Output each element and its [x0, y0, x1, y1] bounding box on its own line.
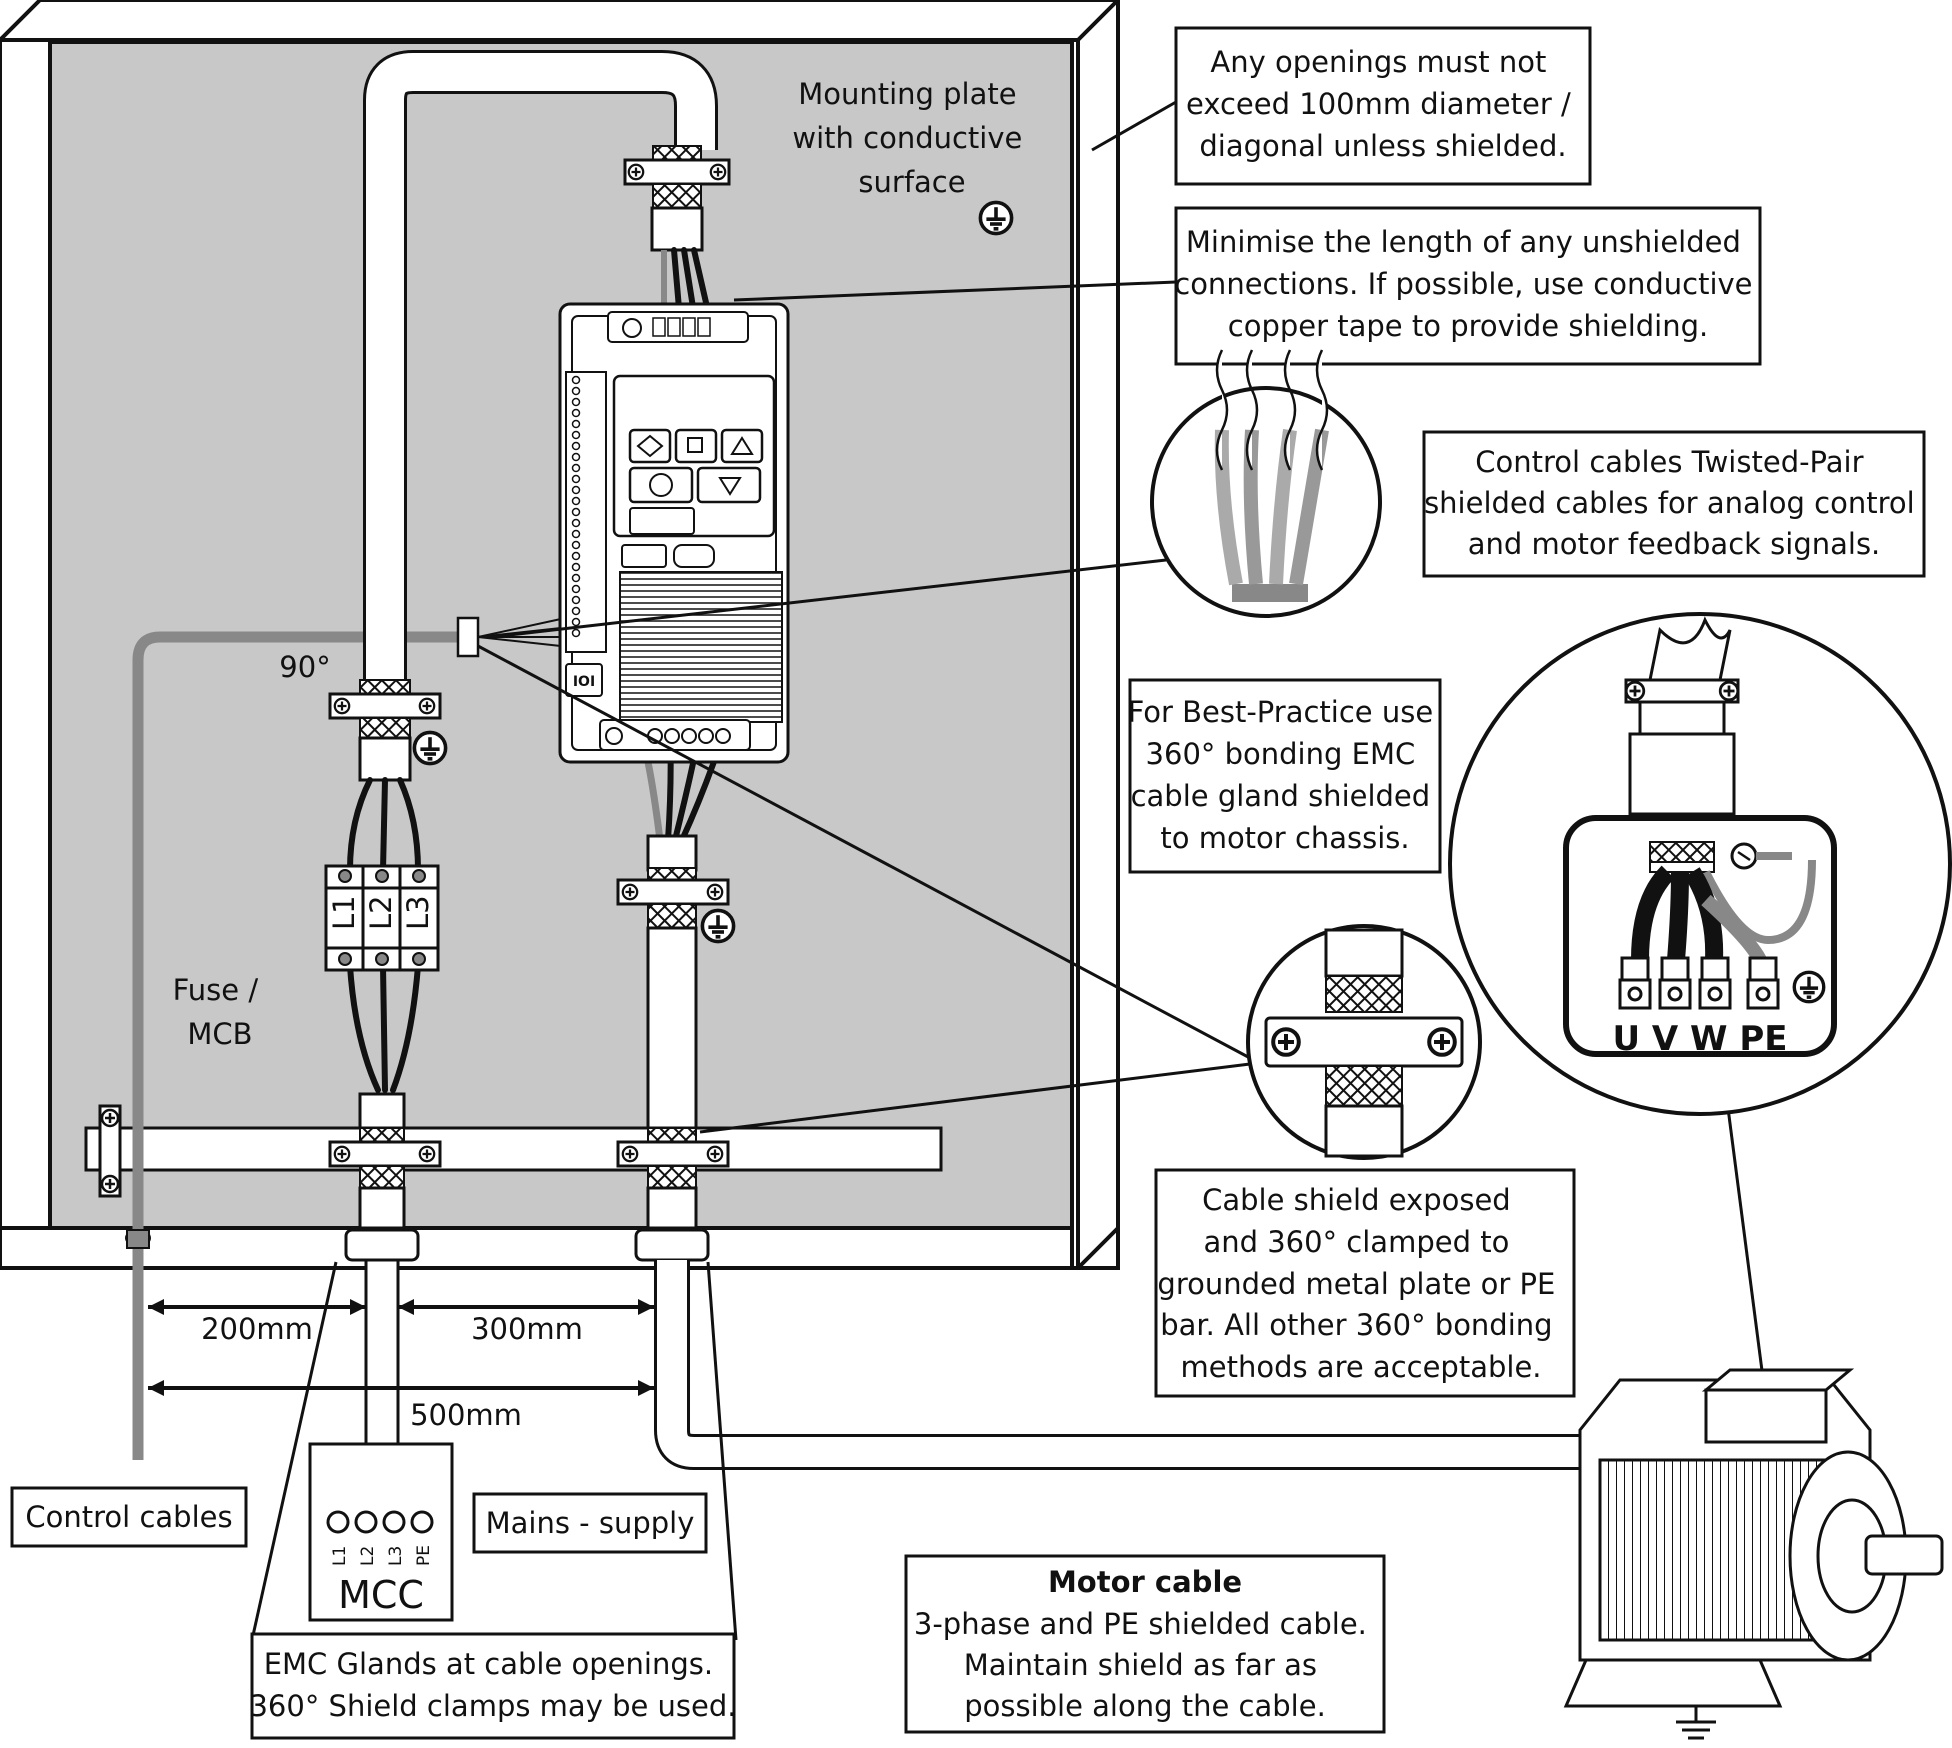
earth-ground-icon — [412, 730, 448, 766]
control-cables-label: Control cables — [25, 1500, 232, 1534]
fuse-mcb-label: Fuse / MCB — [173, 973, 268, 1051]
drive-terminal — [571, 463, 581, 473]
drive-terminal — [571, 419, 581, 429]
svg-text:Any openings must not ex: Any openings must not exceed 100mm diame… — [1186, 45, 1580, 163]
svg-text:L2: L2 — [358, 1546, 378, 1566]
twisted-pair-callout — [1150, 349, 1382, 618]
motor-terminal-callout: U V W PE — [1448, 612, 1952, 1116]
drive-terminal — [571, 441, 581, 451]
svg-text:L3: L3 — [386, 1546, 406, 1566]
motor-cable-inside — [616, 727, 1780, 1470]
drive-terminal — [571, 617, 581, 627]
angle-label: 90° — [279, 650, 330, 684]
earth-ground-icon — [978, 200, 1014, 236]
svg-text:L3: L3 — [401, 895, 435, 930]
pe-bar — [84, 1104, 943, 1198]
drive-terminal — [571, 496, 581, 506]
svg-text:Cable shield exposed and: Cable shield exposed and 360° clamped to… — [1157, 1183, 1564, 1384]
motor-cable-title: Motor cable — [1048, 1565, 1242, 1599]
earth-ground-icon — [1792, 970, 1826, 1004]
svg-text:EMC Glands at cable openings.: EMC Glands at cable openings. 360° Shiel… — [249, 1647, 736, 1723]
drive-terminal — [571, 584, 581, 594]
drive-terminal — [571, 386, 581, 396]
svg-text:For Best-Practice use 36: For Best-Practice use 360° bonding EMC c… — [1128, 695, 1443, 855]
mains-supply-label-box: Mains - supply — [472, 1492, 708, 1554]
mcc-box: L1 L2 L3 PE MCC — [308, 1442, 454, 1622]
drive-terminal — [571, 562, 581, 572]
control-cable — [125, 616, 571, 1460]
svg-text:L1: L1 — [330, 1546, 350, 1566]
motor-icon — [1563, 1368, 1944, 1740]
cable-clamp-callout — [1246, 924, 1482, 1160]
motor-cable-note: Motor cable 3-phase and PE shielded cabl… — [904, 1554, 1386, 1734]
cabinet — [0, 0, 1120, 1270]
motor-terminals-label: U V W PE — [1612, 1019, 1787, 1059]
drive-terminal — [571, 540, 581, 550]
drive-terminal — [571, 518, 581, 528]
mcc-label: MCC — [338, 1573, 424, 1617]
svg-text:PE: PE — [414, 1545, 434, 1566]
variable-speed-drive: IOI — [558, 302, 790, 764]
drive-terminal — [571, 430, 581, 440]
leader-lines — [250, 100, 1774, 1641]
drive-terminal — [571, 397, 581, 407]
dim-300mm: 300mm — [471, 1312, 583, 1346]
shield-clamp-note: Cable shield exposed and 360° clamped to… — [1154, 1168, 1576, 1398]
drive-terminal — [571, 595, 581, 605]
mains-supply-label: Mains - supply — [486, 1506, 695, 1540]
openings-note: Any openings must not exceed 100mm diame… — [1174, 26, 1592, 186]
svg-text:L1: L1 — [327, 895, 361, 930]
unshielded-note: Minimise the length of any unshielded co… — [1174, 206, 1762, 366]
svg-text:Control cables Twisted-Pair: Control cables Twisted-Pair shielded cab… — [1424, 445, 1924, 561]
svg-text:L2: L2 — [364, 895, 398, 930]
svg-text:3-phase and PE shielded cable.: 3-phase and PE shielded cable. Maintain … — [914, 1607, 1376, 1723]
drive-terminal — [571, 551, 581, 561]
svg-text:Minimise the length of any uns: Minimise the length of any unshielded co… — [1174, 225, 1761, 343]
mains-cable — [328, 50, 731, 1523]
dimension-lines — [148, 1299, 654, 1396]
drive-terminal — [571, 474, 581, 484]
dim-200mm: 200mm — [201, 1312, 313, 1346]
svg-text:IOI: IOI — [573, 674, 595, 690]
emc-glands-note: EMC Glands at cable openings. 360° Shiel… — [249, 1632, 737, 1740]
control-cables-label-box: Control cables — [10, 1486, 248, 1548]
best-practice-note: For Best-Practice use 360° bonding EMC c… — [1128, 678, 1443, 874]
drive-terminal — [571, 485, 581, 495]
drive-terminal — [571, 529, 581, 539]
earth-ground-icon — [700, 908, 736, 944]
drive-terminal — [571, 507, 581, 517]
mounting-plate-label: Mounting plate with conductive surface — [792, 77, 1031, 199]
drive-terminal — [571, 408, 581, 418]
drive-terminal — [571, 452, 581, 462]
dim-500mm: 500mm — [410, 1398, 522, 1432]
drive-terminal — [571, 628, 581, 638]
drive-terminal — [571, 375, 581, 385]
drive-terminal — [571, 573, 581, 583]
fuse-mcb: L1 L2 L3 — [324, 864, 440, 972]
drive-terminal — [571, 606, 581, 616]
control-cables-note: Control cables Twisted-Pair shielded cab… — [1422, 430, 1926, 578]
